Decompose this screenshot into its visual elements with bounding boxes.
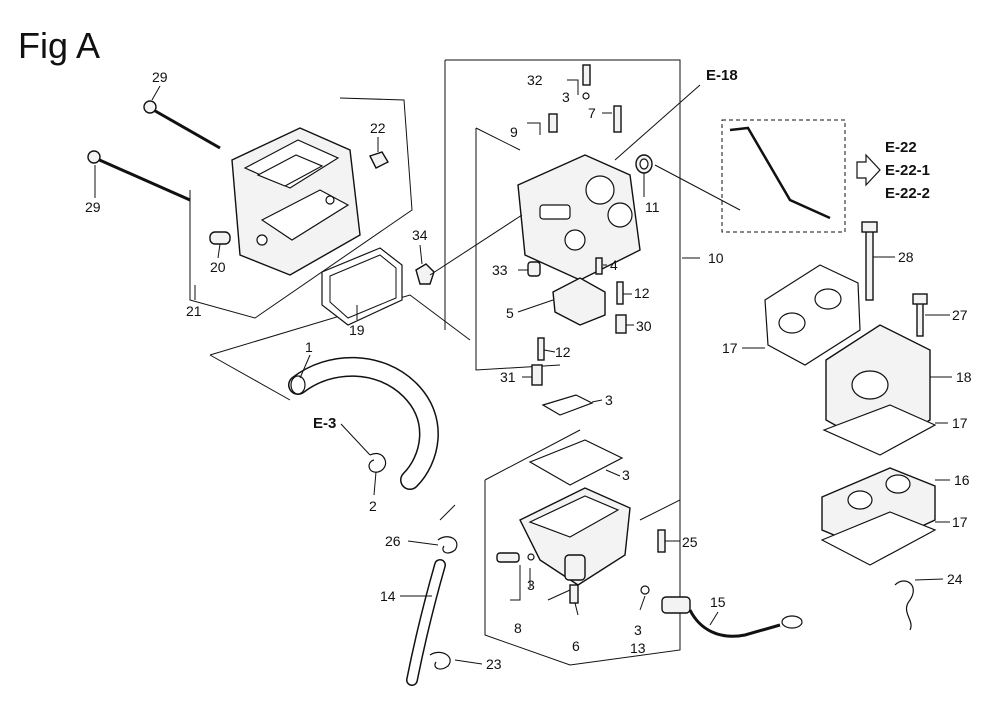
hose-1: [288, 356, 439, 490]
part-label-15: 15: [710, 594, 726, 610]
part-label-17-upper: 17: [722, 340, 738, 356]
part-label-25-right: 25: [682, 534, 698, 550]
ref-e-22[interactable]: E-22: [885, 139, 917, 156]
part-label-3-bowl: 3: [622, 467, 630, 483]
clip-2: [368, 452, 387, 473]
part-label-32: 32: [527, 72, 543, 88]
part-label-5: 5: [506, 305, 514, 321]
part-label-11: 11: [645, 199, 660, 215]
ref-e-22-1[interactable]: E-22-1: [885, 162, 930, 179]
insulator-assembly: [654, 119, 937, 631]
part-label-9: 9: [510, 124, 518, 140]
ref-e-3[interactable]: E-3: [313, 415, 336, 432]
part-label-33: 33: [492, 262, 508, 278]
part-label-21: 21: [186, 303, 202, 319]
part-label-7: 7: [588, 105, 596, 121]
part-label-23: 23: [486, 656, 502, 672]
part-label-27: 27: [952, 307, 968, 323]
part-label-12-right: 12: [634, 285, 650, 301]
leader-lines: [94, 79, 952, 665]
part-label-20: 20: [210, 259, 226, 275]
part-label-1: 1: [305, 339, 313, 355]
part-label-16: 16: [954, 472, 970, 488]
part-label-34: 34: [412, 227, 428, 243]
part-label-6: 6: [572, 638, 580, 654]
air-intake-assembly: [87, 97, 471, 401]
part-label-29-upper: 29: [152, 69, 168, 85]
part-label-8: 8: [514, 620, 522, 636]
part-label-29-lower: 29: [85, 199, 101, 215]
part-label-26: 26: [385, 533, 401, 549]
part-label-3-gasket: 3: [605, 392, 613, 408]
part-label-12-left: 12: [555, 344, 571, 360]
part-label-3-bottom: 3: [634, 622, 642, 638]
part-label-4: 4: [610, 257, 618, 273]
figure-title: Fig A: [18, 25, 100, 66]
part-label-3-left: 3: [527, 577, 535, 593]
part-label-30: 30: [636, 318, 652, 334]
ref-e-22-2[interactable]: E-22-2: [885, 185, 930, 202]
part-label-13: 13: [630, 640, 646, 656]
part-label-19: 19: [349, 322, 365, 338]
part-label-28: 28: [898, 249, 914, 265]
part-label-3-top: 3: [562, 89, 570, 105]
part-label-14: 14: [380, 588, 396, 604]
part-label-2: 2: [369, 498, 377, 514]
part-label-17-lower: 17: [952, 514, 968, 530]
part-label-18: 18: [956, 369, 972, 385]
hose-14: [406, 504, 458, 686]
carburetor-assembly: [415, 59, 803, 666]
part-label-24: 24: [947, 571, 963, 587]
ref-e-18[interactable]: E-18: [706, 67, 738, 84]
part-label-10: 10: [708, 250, 724, 266]
part-label-17-middle: 17: [952, 415, 968, 431]
part-label-22: 22: [370, 120, 386, 136]
part-label-31: 31: [500, 369, 516, 385]
